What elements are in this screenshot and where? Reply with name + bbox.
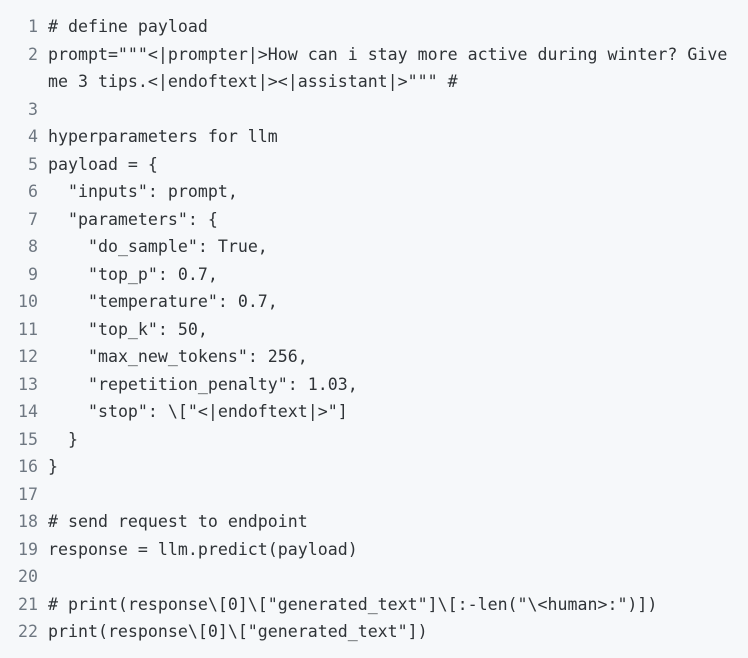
code-line-text: # define payload [48, 17, 208, 36]
code-line-text: } [48, 457, 58, 476]
line-number: 20 [18, 567, 38, 586]
code-line-text: "top_p": 0.7, [48, 264, 218, 284]
code-line: 8 "do_sample": True, [10, 233, 740, 261]
code-line: 14 "stop": \["<|endoftext|>"] [10, 398, 740, 426]
line-number: 12 [18, 347, 38, 366]
line-number: 1 [28, 17, 38, 36]
code-line: 20 [10, 563, 740, 591]
line-number: 22 [18, 622, 38, 641]
code-line: 3 [10, 96, 740, 124]
code-line-text: hyperparameters for llm [48, 127, 278, 146]
code-line: 15 } [10, 426, 740, 454]
line-number: 7 [28, 209, 38, 229]
line-number: 16 [18, 457, 38, 476]
code-line: 11 "top_k": 50, [10, 316, 740, 344]
code-line-text: "top_k": 50, [48, 319, 208, 339]
code-line-text: prompt="""<|prompter|>How can i stay mor… [48, 44, 738, 92]
line-number: 19 [18, 539, 38, 559]
code-line-text: "repetition_penalty": 1.03, [48, 374, 358, 394]
line-number: 5 [28, 154, 38, 174]
code-line: 7 "parameters": { [10, 206, 740, 234]
code-line-text [48, 481, 740, 509]
code-line-text: } [48, 429, 78, 449]
code-line-text: # send request to endpoint [48, 512, 308, 531]
code-line-text: response = llm.predict(payload) [48, 539, 358, 559]
line-number: 11 [18, 319, 38, 339]
code-line: 21 # print(response\[0]\["generated_text… [10, 591, 740, 619]
code-line: 1 # define payload [10, 13, 740, 41]
code-line: 13 "repetition_penalty": 1.03, [10, 371, 740, 399]
code-line: 9 "top_p": 0.7, [10, 261, 740, 289]
code-line: 2 prompt="""<|prompter|>How can i stay m… [10, 41, 740, 96]
line-number: 4 [28, 127, 38, 146]
line-number: 8 [28, 237, 38, 256]
line-number: 6 [28, 182, 38, 201]
code-line-text: "inputs": prompt, [48, 182, 238, 201]
code-line: 19 response = llm.predict(payload) [10, 536, 740, 564]
line-number: 15 [18, 429, 38, 449]
line-number: 18 [18, 512, 38, 531]
code-line-text: "parameters": { [48, 209, 218, 229]
code-line-text: payload = { [48, 154, 158, 174]
code-line: 12 "max_new_tokens": 256, [10, 343, 740, 371]
code-line: 16 } [10, 453, 740, 481]
code-line: 10 "temperature": 0.7, [10, 288, 740, 316]
code-line-text: "temperature": 0.7, [48, 292, 278, 311]
code-line: 4 hyperparameters for llm [10, 123, 740, 151]
code-line: 18 # send request to endpoint [10, 508, 740, 536]
line-number: 17 [18, 484, 38, 504]
line-number: 14 [18, 402, 38, 421]
code-line: 22 print(response\[0]\["generated_text"]… [10, 618, 740, 646]
line-number: 3 [28, 99, 38, 119]
code-line-text [48, 96, 740, 124]
line-number: 13 [18, 374, 38, 394]
line-number: 2 [28, 44, 38, 64]
code-line-text: "max_new_tokens": 256, [48, 347, 308, 366]
code-line-text [48, 563, 740, 591]
code-line-text: "do_sample": True, [48, 237, 268, 256]
line-number: 10 [18, 292, 38, 311]
code-line: 17 [10, 481, 740, 509]
code-line: 5 payload = { [10, 151, 740, 179]
code-line: 6 "inputs": prompt, [10, 178, 740, 206]
code-line-text: print(response\[0]\["generated_text"]) [48, 622, 428, 641]
code-line-text: # print(response\[0]\["generated_text"]\… [48, 594, 658, 614]
line-number: 9 [28, 264, 38, 284]
code-line-text: "stop": \["<|endoftext|>"] [48, 402, 348, 421]
line-number: 21 [18, 594, 38, 614]
